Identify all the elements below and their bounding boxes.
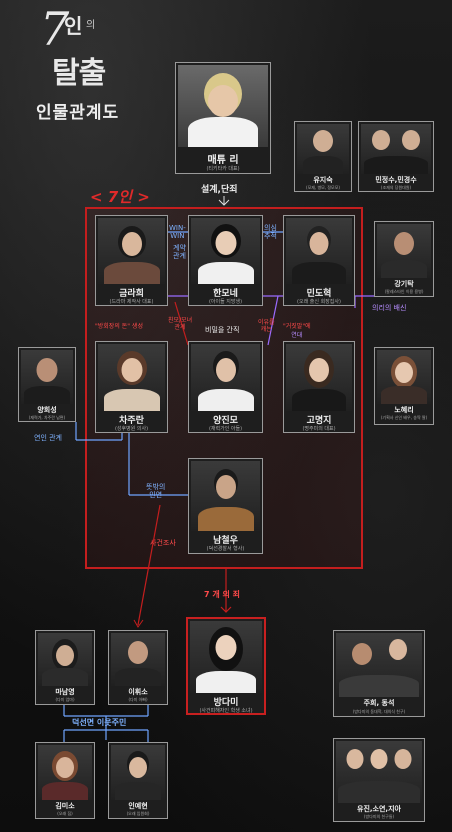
card-role: (오래 임원회) — [126, 811, 150, 816]
card-name: 양진모 — [213, 416, 238, 426]
seven-sins-label: 7 개 의 죄 — [204, 590, 241, 599]
card-role: (오래 집) — [57, 811, 73, 816]
card-role: (기획사 신인 배우, 송딱 딸) — [380, 415, 428, 420]
card-name: 민도혁 — [306, 289, 332, 299]
card-name: 민정수,민경수 — [375, 176, 417, 184]
card-role: (아이돌 지망생) — [208, 299, 243, 305]
liar-line1: 이유를 — [258, 319, 275, 326]
card-name: 고명지 — [306, 416, 332, 426]
card-gimiso[interactable]: 김미소 (오래 집) — [35, 742, 95, 819]
winwin-line1: WIN- — [169, 224, 186, 232]
couple-label: 연인 관계 — [34, 434, 62, 442]
liar-label: 이유를 캐는 — [258, 319, 275, 333]
title-in: 인 — [64, 14, 83, 38]
winwin-label: WIN- WIN — [169, 224, 186, 240]
false-talk-line1: "거짓말"에 — [283, 323, 311, 330]
card-bangdami[interactable]: 방다미 (사건피해자인 학생 소녀) — [186, 617, 266, 715]
seven-group-label: < 7인 > — [90, 188, 150, 206]
card-role: (재력가인 아들) — [208, 426, 243, 432]
mother-daughter-line2: 관계 — [174, 324, 186, 331]
card-role: (팔레스타인 이용 용병) — [384, 289, 424, 294]
card-name: 마남영 — [55, 688, 75, 696]
card-maetyuri[interactable]: 매튜 리 (티키타카 대표) — [175, 62, 271, 174]
unexpected-line2: 인연 — [149, 491, 163, 499]
card-role: (조재의 당원대원) — [380, 185, 412, 190]
card-name: 방다미 — [213, 698, 239, 708]
card-yangjinmo[interactable]: 양진모 (재력가인 아들) — [188, 341, 263, 433]
investigate-label: 사건조사 — [150, 539, 176, 547]
betrayal-label: 의리의 배신 — [372, 304, 407, 312]
card-geumrahee[interactable]: 금라희 (드라마 제작사 대표) — [95, 215, 168, 306]
false-talk-label: "거짓말"에 연대 — [283, 322, 311, 340]
card-role: (티키타카 대표) — [206, 166, 240, 172]
card-yanghoeseong[interactable]: 양회성 (재력가, 차주란 남편) — [18, 347, 76, 422]
neighbors-label: 덕선면 이웃주민 — [72, 718, 127, 727]
card-name: 차주란 — [119, 416, 144, 426]
card-role: (방다미의 친구들) — [363, 814, 395, 819]
card-role: (드라마 제작사 대표) — [109, 299, 154, 305]
unexpected-label: 뜻밖의 인연 — [146, 483, 165, 499]
card-name: 남철우 — [213, 536, 238, 546]
false-talk-line2: 연대 — [291, 332, 303, 339]
card-role: (명주미의 대표) — [302, 426, 336, 432]
card-name: 유진,소연,지아 — [357, 805, 401, 813]
card-gomyeongji[interactable]: 고명지 (명주미의 대표) — [283, 341, 355, 433]
card-inyehwan[interactable]: 인예현 (오래 임원회) — [108, 742, 168, 819]
card-namchulwoo[interactable]: 남철우 (덕선경찰서 형사) — [188, 458, 263, 554]
card-role: (사건피해자인 학생 소녀) — [199, 708, 253, 714]
secret-label: 비밀을 간직 — [205, 326, 240, 334]
subtitle: 인물관계도 — [36, 103, 120, 123]
contract-line1: 계약 — [173, 244, 186, 252]
card-name: 인예현 — [128, 802, 148, 810]
card-name: 노혜리 — [394, 406, 414, 414]
card-bnanyeong[interactable]: 마남영 (다미 엄마) — [35, 630, 95, 705]
card-role: (모재, 병모, 정모모) — [306, 185, 340, 190]
design-label: 설계,단죄 — [201, 185, 238, 195]
title-ui: 의 — [86, 20, 96, 31]
card-role: (방다미의 동대학, 대의식 친구) — [352, 709, 406, 714]
liar-line2: 캐는 — [260, 326, 272, 333]
suspicion-line2: 추적 — [264, 232, 277, 240]
suspicion-label: 의심 추적 — [264, 224, 277, 240]
winwin-line2: WIN — [170, 232, 185, 240]
card-name: 금라희 — [119, 289, 144, 299]
card-name: 양회성 — [37, 406, 57, 414]
card-juhee[interactable]: 주희, 동석 (방다미의 동대학, 대의식 친구) — [333, 630, 425, 717]
card-yujin[interactable]: 유진,소연,지아 (방다미의 친구들) — [333, 738, 425, 822]
card-role: (다미 엄마) — [55, 697, 75, 702]
card-minjungsu[interactable]: 민정수,민경수 (조재의 당원대원) — [358, 121, 434, 192]
title-seven: 7 — [40, 2, 70, 56]
contract-line2: 관계 — [173, 252, 186, 260]
card-name: 주희, 동석 — [363, 699, 395, 707]
title-tal: 탈출 — [52, 56, 106, 91]
card-name: 한모네 — [213, 289, 238, 299]
contract-label: 계약 관계 — [173, 244, 186, 260]
card-role: (성후병원 의사) — [114, 426, 149, 432]
card-name: 강기탁 — [394, 280, 414, 288]
card-kangginam[interactable]: 강기탁 (팔레스타인 이용 용병) — [374, 221, 434, 297]
unexpected-line1: 뜻밖의 — [146, 483, 166, 491]
card-name: 이휘소 — [128, 688, 148, 696]
card-role: (오래 출신 회장집사) — [297, 299, 341, 305]
card-mindohyuk[interactable]: 민도혁 (오래 출신 회장집사) — [283, 215, 355, 306]
mother-daughter-label: 친모/모녀 관계 — [168, 317, 192, 331]
card-role: (덕선경찰서 형사) — [206, 546, 245, 552]
card-leehwiso[interactable]: 이휘소 (다미 아빠) — [108, 630, 168, 705]
card-name: 매튜 리 — [207, 155, 239, 166]
gossip-label: "방회장의 돈" 생성 — [95, 323, 143, 330]
card-name: 김미소 — [55, 802, 75, 810]
card-hanmone[interactable]: 한모네 (아이돌 지망생) — [188, 215, 263, 306]
suspicion-line1: 의심 — [264, 224, 277, 232]
card-name: 유지숙 — [313, 176, 333, 184]
card-chajuran[interactable]: 차주란 (성후병원 의사) — [95, 341, 168, 433]
card-nohyeri[interactable]: 노혜리 (기획사 신인 배우, 송딱 딸) — [374, 347, 434, 425]
card-yunjisu[interactable]: 유지숙 (모재, 병모, 정모모) — [294, 121, 352, 192]
card-role: (재력가, 차주란 남편) — [28, 415, 66, 420]
card-role: (다미 아빠) — [128, 697, 148, 702]
mother-daughter-line1: 친모/모녀 — [168, 317, 193, 324]
